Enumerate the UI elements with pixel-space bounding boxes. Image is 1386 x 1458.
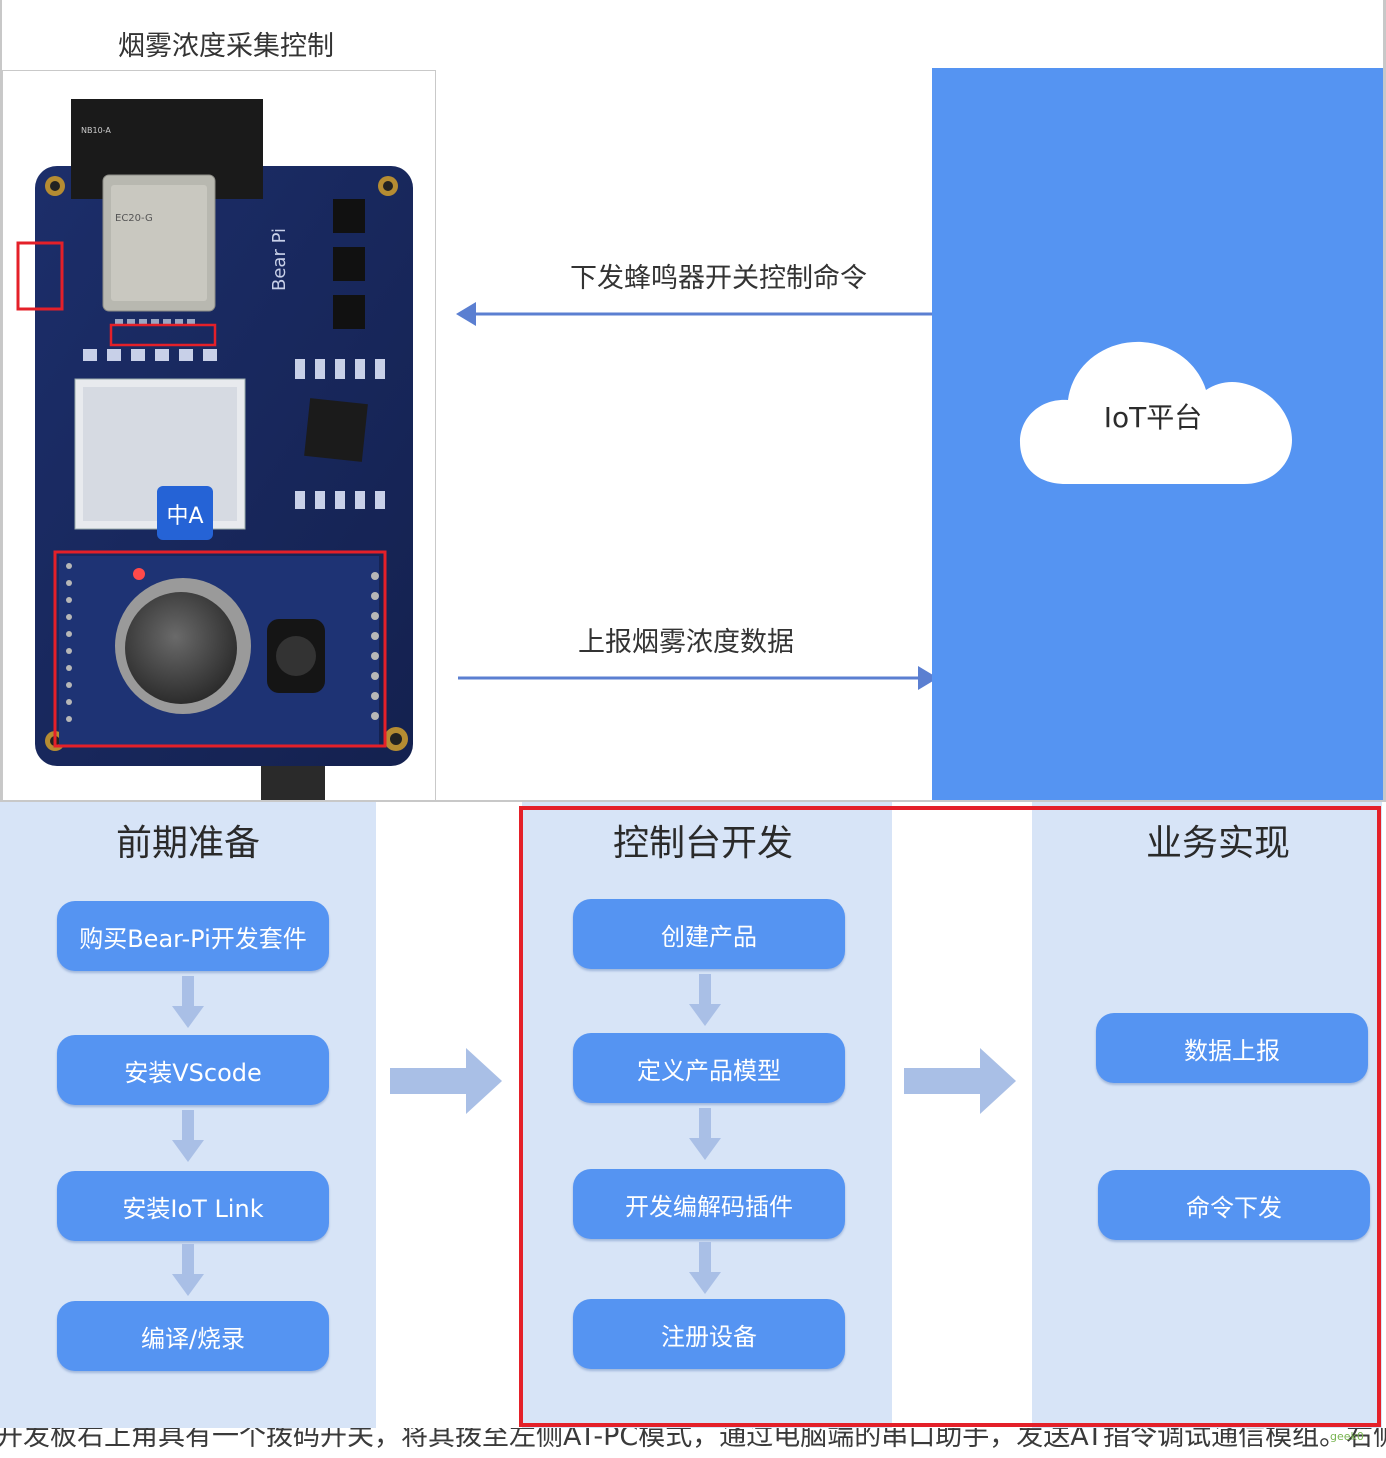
down-arrow-icon	[172, 976, 204, 1028]
down-arrow-icon	[172, 1110, 204, 1162]
frame-border-left	[0, 0, 2, 802]
step-develop-codec: 开发编解码插件	[573, 1169, 845, 1239]
step-install-iot-link: 安装IoT Link	[57, 1171, 329, 1241]
downlink-command-label: 下发蜂鸣器开关控制命令	[570, 263, 867, 294]
column-title-business: 业务实现	[1145, 823, 1290, 864]
cloud-icon	[1020, 341, 1292, 484]
highlight-frame	[519, 806, 1381, 1427]
step-command-send: 命令下发	[1098, 1170, 1370, 1240]
flow-arrows	[456, 302, 938, 690]
right-arrow-icon	[904, 1048, 1016, 1114]
step-install-vscode: 安装VScode	[57, 1035, 329, 1105]
down-arrow-icon	[172, 1244, 204, 1296]
uplink-data-label: 上报烟雾浓度数据	[578, 627, 794, 658]
column-title-console: 控制台开发	[612, 823, 793, 864]
iot-platform-label: IoT平台	[1103, 401, 1203, 434]
board-title: 烟雾浓度采集控制	[118, 31, 334, 62]
board-photo: NB10-A EC20-G Bear Pi	[2, 70, 436, 802]
step-register-device: 注册设备	[573, 1299, 845, 1369]
brand-marking: Bear Pi	[269, 228, 290, 291]
down-arrow-icon	[689, 974, 721, 1026]
step-create-product: 创建产品	[573, 899, 845, 969]
caption-text: 开发板右上角具有一个拨码开关，将其拨至左侧AT-PC模式，通过电脑端的串口助手，…	[0, 1428, 1386, 1452]
watermark: geek0	[1330, 1430, 1364, 1443]
bearpi-board-illustration: NB10-A EC20-G Bear Pi	[16, 99, 413, 801]
uplink-arrow-head	[918, 666, 938, 690]
module-marking: EC20-G	[115, 213, 153, 224]
step-data-report: 数据上报	[1096, 1013, 1368, 1083]
caption-strip: 开发板右上角具有一个拨码开关，将其拨至左侧AT-PC模式，通过电脑端的串口助手，…	[0, 1428, 1386, 1458]
step-compile-flash: 编译/烧录	[57, 1301, 329, 1371]
down-arrow-icon	[689, 1242, 721, 1294]
down-arrow-icon	[689, 1108, 721, 1160]
architecture-diagram: 烟雾浓度采集控制 NB10-A EC20-G	[0, 0, 1386, 802]
frame-border-bottom	[0, 800, 1386, 802]
frame-border-right	[1383, 0, 1386, 802]
step-define-model: 定义产品模型	[573, 1033, 845, 1103]
column-title-preparation: 前期准备	[115, 823, 260, 864]
antenna-marking: NB10-A	[81, 126, 111, 135]
translate-badge: 中A	[166, 504, 203, 529]
downlink-arrow-head	[456, 302, 476, 326]
column-business	[1032, 802, 1382, 1428]
right-arrow-icon	[390, 1048, 502, 1114]
step-buy-kit: 购买Bear-Pi开发套件	[57, 901, 329, 971]
step-arrows	[172, 974, 1016, 1296]
